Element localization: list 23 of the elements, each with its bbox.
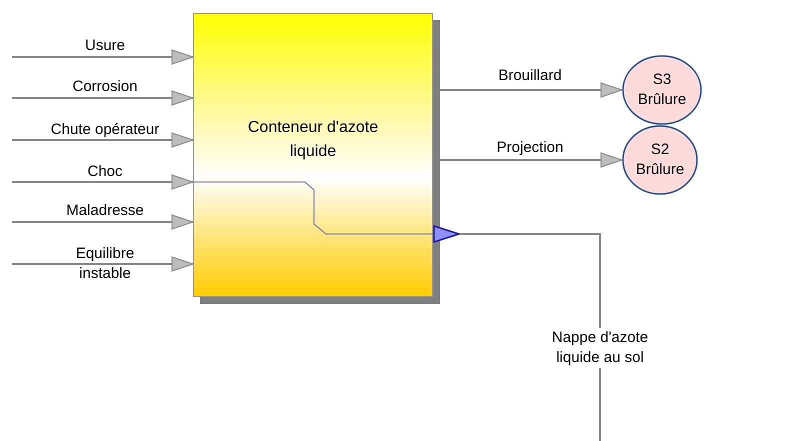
arrow: [12, 90, 194, 106]
arrow: [440, 82, 622, 98]
edge-label: Corrosion: [71, 77, 139, 97]
arrow: [12, 214, 194, 230]
arrow: [12, 50, 194, 64]
edge-label: Usure: [84, 36, 126, 56]
arrow: [12, 256, 194, 272]
severity-ellipse: [622, 125, 698, 195]
severity-ellipse: [622, 55, 702, 125]
arrow: [12, 132, 194, 148]
node-label: S2 Brûlure: [634, 140, 686, 180]
arrow: [12, 174, 194, 190]
edge-label: Choc: [86, 162, 124, 182]
node-label: S3 Brûlure: [636, 70, 688, 110]
process-box: [193, 13, 433, 297]
port-triangle: [433, 225, 460, 243]
edge-label: Equilibre instable: [74, 244, 136, 284]
edge-label: Projection: [496, 138, 564, 158]
edge-label: Brouillard: [497, 66, 563, 86]
edge-label: Chute opérateur: [50, 120, 160, 140]
arrow: [440, 152, 622, 168]
node-label: Conteneur d'azote liquide: [246, 118, 380, 162]
edge-label: Maladresse: [65, 201, 145, 221]
